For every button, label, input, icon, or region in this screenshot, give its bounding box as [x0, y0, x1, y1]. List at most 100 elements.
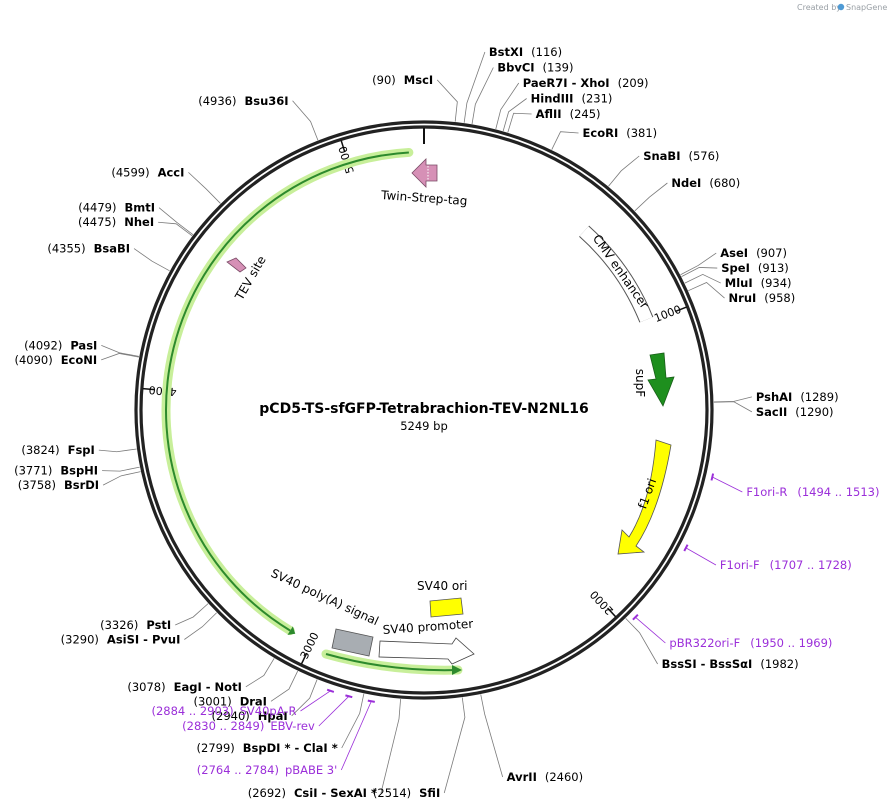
site-bstxi[interactable]: BstXI(116): [489, 45, 562, 59]
site-name: AflII: [536, 107, 562, 121]
site-position: (3078): [127, 680, 165, 694]
site-nrui[interactable]: NruI(958): [729, 291, 796, 305]
site-avrii[interactable]: AvrII(2460): [507, 770, 583, 784]
site-mlui[interactable]: MluI(934): [725, 276, 792, 290]
site-fspi[interactable]: (3824)FspI: [21, 443, 94, 457]
site-position: (3771): [14, 464, 52, 478]
site-asei[interactable]: AseI(907): [720, 246, 787, 260]
primer-mark: [632, 613, 639, 621]
site-name: AseI: [720, 246, 748, 260]
site-label: HindIII(231): [531, 92, 613, 106]
site-bsabi[interactable]: (4355)BsaBI: [47, 242, 130, 256]
site-bspdi[interactable]: (2799)BspDI * - ClaI *: [197, 741, 338, 755]
site-leader: [684, 273, 721, 284]
site-pasi[interactable]: (4092) PasI: [24, 338, 97, 352]
site-label: SpeI(913): [721, 261, 789, 275]
site-bmti[interactable]: (4479)BmtI: [78, 201, 155, 215]
site-aflii[interactable]: AflII(245): [536, 107, 601, 121]
site-acci[interactable]: (4599)AccI: [111, 165, 184, 179]
feature-supf[interactable]: supF: [633, 352, 675, 407]
site-spei[interactable]: SpeI(913): [721, 261, 789, 275]
site-label: (4599)AccI: [111, 165, 184, 179]
site-eagi[interactable]: (3078)EagI - NotI: [127, 680, 241, 694]
site-bsrdi[interactable]: (3758)BsrDI: [18, 478, 99, 492]
site-econi[interactable]: (4090)EcoNI: [14, 353, 97, 367]
site-drai[interactable]: (3001)DraI: [193, 694, 267, 708]
site-hpai[interactable]: (2940)HpaI: [212, 709, 288, 723]
site-position: (4936): [198, 94, 236, 108]
site-sfii[interactable]: (2514)SfiI: [373, 786, 440, 800]
primer-name: F1ori-F: [720, 558, 760, 572]
site-alt: - PvuI: [139, 632, 180, 646]
primer-name: EBV-rev: [270, 719, 315, 733]
site-labels: BstXI(116) BbvCI(139)PaeR7I - XhoI(209) Hi…: [14, 45, 838, 800]
feature-twin-strep-tag[interactable]: Twin-Strep-tag: [380, 158, 468, 208]
site-label: (3326)PstI: [100, 618, 171, 632]
site-pshai[interactable]: PshAI(1289): [756, 390, 839, 404]
primer-sv40pa-r[interactable]: (2884 .. 2903)SV40pA-R: [151, 704, 296, 718]
site-name: BsrDI: [64, 478, 99, 492]
feature-sfgfp-tetrabrachion[interactable]: [161, 147, 414, 636]
site-ndei[interactable]: NdeI(680): [671, 176, 740, 190]
site-alt: - BssSαI: [697, 657, 753, 671]
site-name: BspDI *: [243, 741, 291, 755]
site-leader: [681, 267, 718, 277]
sv40-promoter-label: SV40 promoter: [382, 617, 473, 637]
primer-ebv-rev[interactable]: (2830 .. 2849)EBV-rev: [182, 719, 315, 733]
site-bsphi[interactable]: (3771)BspHI: [14, 464, 98, 478]
site-hindiii[interactable]: HindIII(231): [531, 92, 613, 106]
site-msci[interactable]: (90)MscI: [372, 73, 433, 87]
site-bbvci[interactable]: BbvCI(139): [497, 61, 573, 75]
leader-lines: [98, 51, 753, 794]
site-name: BsaBI: [94, 242, 130, 256]
site-name: PstI: [146, 618, 171, 632]
primer-label: F1ori-F(1707 .. 1728): [720, 558, 852, 572]
site-csii[interactable]: (2692)CsiI - SexAI *: [248, 786, 377, 800]
site-label: AflII(245): [536, 107, 601, 121]
primer-pbabe-3[interactable]: (2764 .. 2784)pBABE 3': [197, 763, 338, 777]
primer-range: (1494 .. 1513): [797, 485, 879, 499]
site-position: (4092): [24, 338, 62, 352]
site-sacii[interactable]: SacII(1290): [756, 405, 834, 419]
site-leader: [341, 693, 365, 749]
site-leader: [507, 112, 532, 133]
site-leader: [291, 679, 318, 717]
site-psti[interactable]: (3326)PstI: [100, 618, 171, 632]
feature-tev-site[interactable]: TEV site: [226, 253, 269, 303]
site-nhei[interactable]: (4475)NheI: [78, 215, 154, 229]
primer-name: F1ori-R: [746, 485, 787, 499]
site-position: (3824): [21, 443, 59, 457]
site-name: HindIII: [531, 92, 574, 106]
feature-arrowhead: [287, 626, 296, 635]
site-leader: [713, 401, 753, 413]
site-snabi[interactable]: SnaBI(576): [643, 149, 719, 163]
primer-f1ori-r[interactable]: F1ori-R (1494 .. 1513): [746, 485, 879, 499]
site-name: EcoRI: [583, 126, 619, 140]
site-paer7i[interactable]: PaeR7I - XhoI(209): [523, 76, 649, 90]
site-ecori[interactable]: EcoRI(381): [583, 126, 658, 140]
feature-cmv-enhancer[interactable]: CMV enhancer: [579, 225, 654, 323]
site-bsssi[interactable]: BssSI - BssSαI(1982): [662, 657, 799, 671]
primer-range: (2764 .. 2784): [197, 763, 279, 777]
site-leader: [188, 172, 221, 204]
site-position: (116): [531, 45, 562, 59]
feature-sv40-polya[interactable]: SV40 poly(A) signal: [269, 566, 381, 657]
site-leader: [101, 345, 140, 357]
site-bsu36i[interactable]: (4936)Bsu36I: [198, 94, 288, 108]
site-position: (2514): [373, 786, 411, 800]
feature-sv40-promoter[interactable]: SV40 promoter: [378, 617, 475, 665]
site-label: (3758)BsrDI: [18, 478, 99, 492]
backbone-inner: [139, 125, 709, 695]
feature-sv40-ori[interactable]: SV40 ori: [417, 579, 468, 618]
site-leader: [551, 131, 579, 150]
primer-pbr322ori-f[interactable]: pBR322ori-F(1950 .. 1969): [669, 636, 832, 650]
site-asisi[interactable]: (3290)AsiSI - PvuI: [61, 632, 181, 646]
site-label: (3771)BspHI: [14, 464, 98, 478]
site-position: (1982): [760, 657, 798, 671]
site-name: PasI: [70, 338, 97, 352]
primer-f1ori-f[interactable]: F1ori-F(1707 .. 1728): [720, 558, 852, 572]
feature-f1-ori[interactable]: f1 ori: [617, 439, 672, 555]
site-leader: [102, 466, 140, 472]
credit: Created by SnapGene: [797, 3, 887, 12]
tick-label: 2000: [587, 588, 616, 617]
